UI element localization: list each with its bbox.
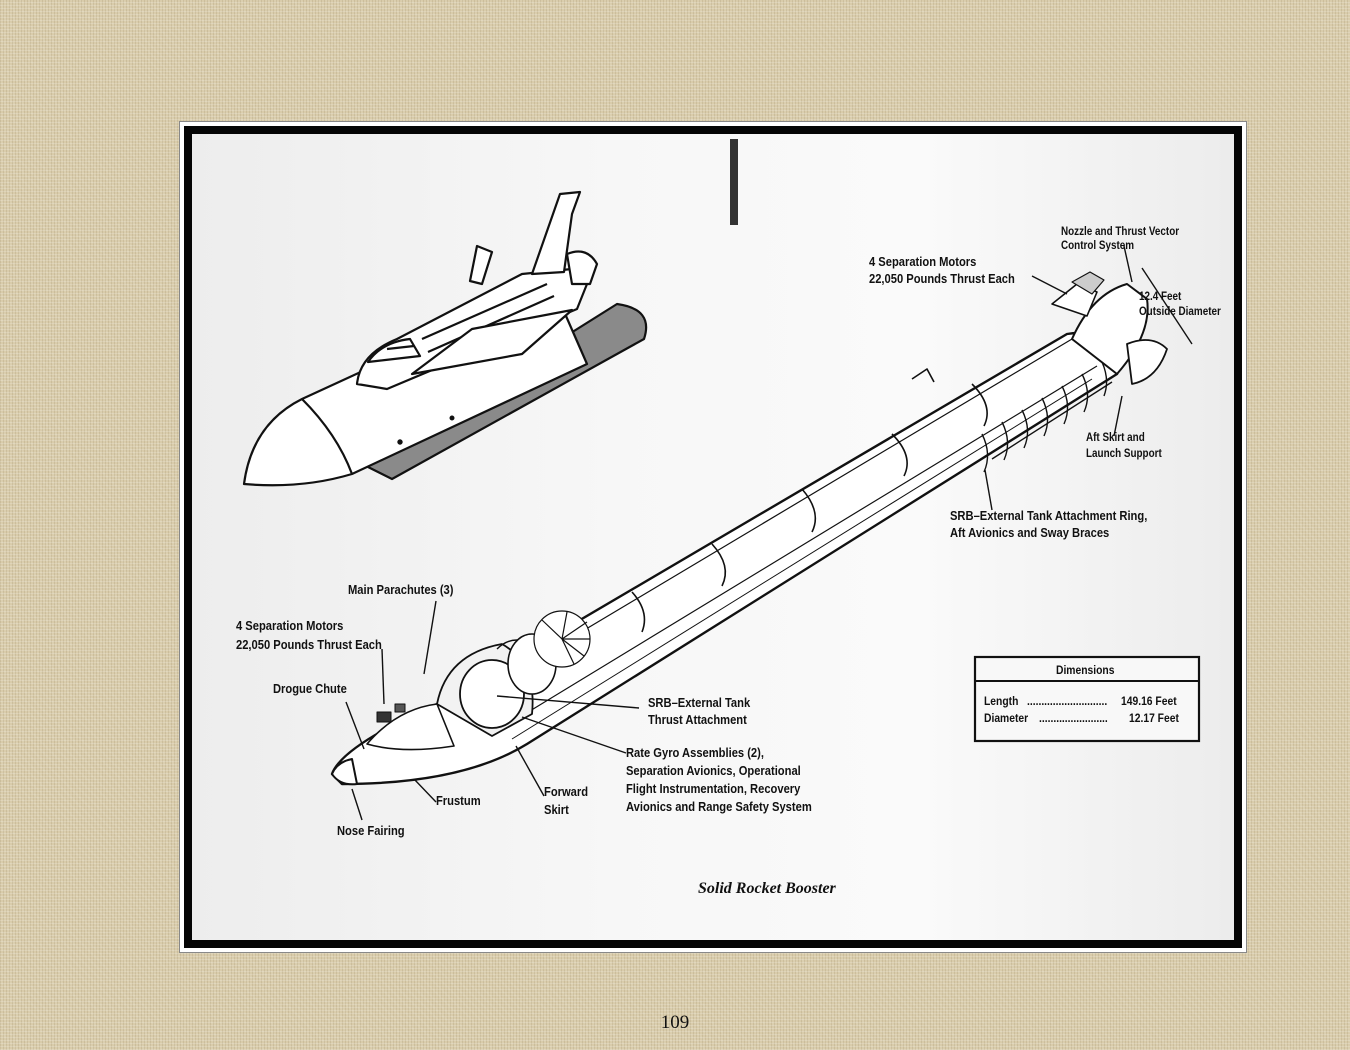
- dimensions-box: Dimensions Length ......................…: [973, 655, 1201, 743]
- label-fwd-sep-motors-2: 22,050 Pounds Thrust Each: [236, 637, 382, 652]
- page-number: 109: [660, 1012, 690, 1033]
- label-main-parachutes: Main Parachutes (3): [348, 582, 453, 597]
- label-attach-ring-2: Aft Avionics and Sway Braces: [950, 525, 1110, 540]
- dimensions-diameter-value: 12.17 Feet: [1129, 712, 1179, 725]
- label-outside-diameter-2: Outside Diameter: [1139, 305, 1222, 318]
- srb-diagram: Nozzle and Thrust Vector Control System …: [236, 139, 1222, 838]
- figure-border: Nozzle and Thrust Vector Control System …: [184, 126, 1242, 948]
- label-thrust-attachment-1: SRB–External Tank: [648, 695, 750, 710]
- diagram-panel: Nozzle and Thrust Vector Control System …: [192, 134, 1234, 940]
- label-frustum: Frustum: [436, 793, 481, 808]
- label-rate-gyro-4: Avionics and Range Safety System: [626, 799, 812, 814]
- label-nose-fairing: Nose Fairing: [337, 823, 405, 838]
- srb-cutaway-illustration: [330, 271, 1168, 786]
- label-fwd-sep-motors-1: 4 Separation Motors: [236, 618, 344, 633]
- dimensions-diameter-dots: ........................: [1039, 712, 1108, 725]
- label-aft-sep-motors-1: 4 Separation Motors: [869, 254, 977, 269]
- figure-caption: Solid Rocket Booster: [698, 880, 836, 897]
- dimensions-length-dots: ............................: [1027, 695, 1107, 708]
- label-attach-ring-1: SRB–External Tank Attachment Ring,: [950, 508, 1147, 523]
- label-rate-gyro-3: Flight Instrumentation, Recovery: [626, 781, 801, 796]
- top-bar-mark: [730, 139, 738, 225]
- dimensions-length-label: Length: [984, 695, 1019, 708]
- label-rate-gyro-1: Rate Gyro Assemblies (2),: [626, 745, 764, 760]
- dimensions-title: Dimensions: [1056, 664, 1114, 677]
- label-aft-skirt-2: Launch Support: [1086, 447, 1162, 460]
- shuttle-stack-illustration: [242, 190, 648, 487]
- label-forward-skirt-1: Forward: [544, 784, 588, 799]
- dimensions-diameter-label: Diameter: [984, 712, 1029, 725]
- leader-lines: [345, 245, 1193, 821]
- label-drogue-chute: Drogue Chute: [273, 681, 347, 696]
- label-rate-gyro-2: Separation Avionics, Operational: [626, 763, 801, 778]
- label-forward-skirt-2: Skirt: [544, 802, 569, 817]
- label-aft-skirt-1: Aft Skirt and: [1086, 431, 1145, 444]
- label-nozzle-1: Nozzle and Thrust Vector: [1061, 225, 1180, 238]
- figure-frame: Nozzle and Thrust Vector Control System …: [180, 122, 1246, 952]
- dimensions-length-value: 149.16 Feet: [1121, 695, 1177, 708]
- callout-labels: Nozzle and Thrust Vector Control System …: [236, 225, 1222, 838]
- label-outside-diameter-1: 12.4 Feet: [1139, 290, 1182, 303]
- label-aft-sep-motors-2: 22,050 Pounds Thrust Each: [869, 271, 1015, 286]
- label-nozzle-2: Control System: [1061, 239, 1134, 252]
- label-thrust-attachment-2: Thrust Attachment: [648, 712, 747, 727]
